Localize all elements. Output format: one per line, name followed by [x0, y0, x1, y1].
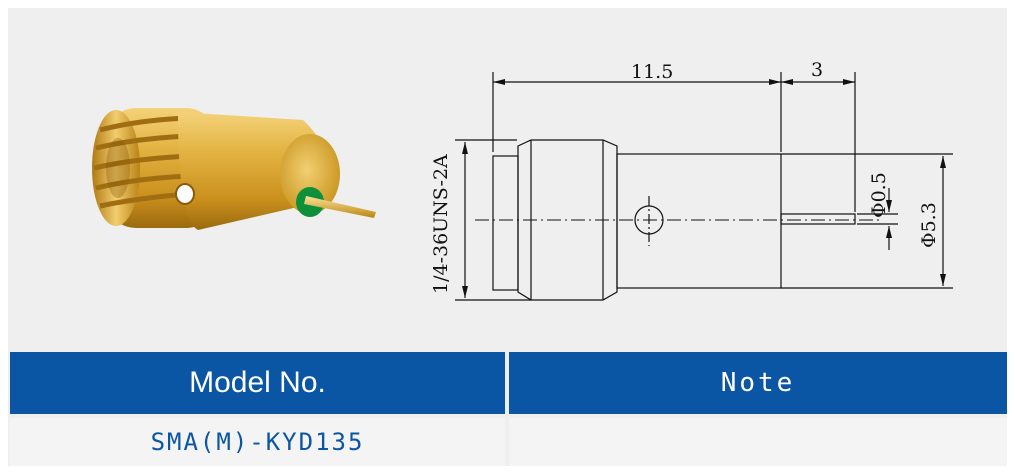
image-panel: 11.5 3 1/4-36UNS-2A Φ0.5 Φ5.3 — [8, 8, 1007, 348]
dim-body-length: 11.5 — [631, 61, 673, 83]
cell-model-value: SMA(M)-KYD135 — [10, 418, 505, 466]
header-model-no: Model No. — [10, 352, 505, 414]
rear-body — [175, 112, 340, 230]
dim-pin-length: 3 — [811, 59, 823, 81]
technical-drawing: 11.5 3 1/4-36UNS-2A Φ0.5 Φ5.3 — [430, 59, 953, 301]
connector-photo — [92, 108, 376, 230]
dim-thread: 1/4-36UNS-2A — [430, 154, 452, 294]
rear-section — [616, 153, 782, 289]
center-pin — [304, 196, 376, 218]
spec-table: Model No. Note SMA(M)-KYD135 — [8, 352, 1007, 466]
dim-body-diameter: Φ5.3 — [918, 202, 940, 248]
hex-section — [517, 139, 618, 301]
dim-pin-diameter: Φ0.5 — [868, 172, 890, 218]
pin-outline — [780, 213, 856, 225]
cell-note-value — [509, 418, 1007, 466]
header-note: Note — [509, 352, 1007, 414]
thread-end — [492, 155, 519, 291]
